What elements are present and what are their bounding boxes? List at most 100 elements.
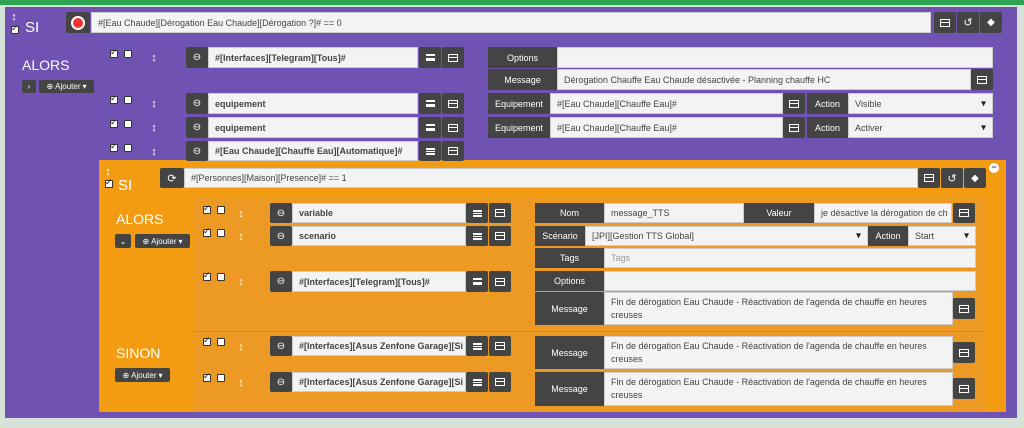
remove-action-button[interactable]: ⊖ (186, 93, 208, 114)
alors2-add-button[interactable]: ⊕Ajouter▾ (135, 234, 190, 248)
si2-condition-input[interactable]: #[Personnes][Maison][Presence]# == 1 (184, 168, 918, 188)
list-button[interactable] (419, 141, 441, 161)
message-select-button[interactable] (953, 298, 975, 319)
equipement-select-button[interactable] (783, 93, 805, 114)
list-button[interactable] (466, 226, 488, 246)
action-enable-checkbox[interactable] (203, 335, 211, 346)
action-cmd-input[interactable]: #[Interfaces][Telegram][Tous]# (292, 271, 466, 292)
list-button[interactable] (466, 271, 488, 292)
select-button[interactable] (489, 372, 511, 392)
action-cmd-input[interactable]: #[Interfaces][Telegram][Tous]# (208, 47, 418, 68)
action-cmd-input[interactable]: equipement (208, 93, 418, 114)
action-parallel-checkbox[interactable] (217, 338, 225, 346)
si1-condition-input[interactable]: #[Eau Chaude][Dérogation Eau Chaude][Dér… (91, 12, 931, 33)
action-parallel-checkbox[interactable] (124, 144, 132, 152)
message-textarea[interactable]: Fin de dérogation Eau Chaude - Réactivat… (604, 336, 953, 369)
si1-expression-button[interactable] (66, 12, 90, 33)
action-select[interactable]: Start (908, 226, 976, 246)
action-select[interactable]: Visible (848, 93, 993, 114)
list-button[interactable] (466, 372, 488, 392)
si1-list-button[interactable] (934, 12, 956, 33)
tags-input[interactable]: Tags (604, 248, 976, 268)
action-enable-checkbox[interactable] (110, 47, 118, 58)
action-cmd-input[interactable]: #[Eau Chaude][Chauffe Eau][Automatique]# (208, 141, 418, 161)
action-enable-checkbox[interactable] (203, 203, 211, 214)
sinon-add-button[interactable]: ⊕Ajouter▾ (115, 368, 170, 382)
alors2-collapse-button[interactable]: ⌄ (115, 234, 131, 248)
select-button[interactable] (489, 336, 511, 356)
action-enable-checkbox[interactable] (110, 93, 118, 104)
valeur-input[interactable]: je désactive la dérogation de ch (814, 203, 952, 223)
remove-action-button[interactable]: ⊖ (270, 372, 292, 392)
remove-action-button[interactable]: ⊖ (186, 117, 208, 138)
action-cmd-input[interactable]: #[Interfaces][Asus Zenfone Garage][Si (292, 336, 466, 356)
si2-refresh-button[interactable]: ⟳ (160, 168, 184, 188)
action-parallel-checkbox[interactable] (217, 206, 225, 214)
list-button[interactable] (419, 47, 441, 68)
action-enable-checkbox[interactable] (203, 371, 211, 382)
drag-handle-icon[interactable]: ↕ (11, 11, 17, 23)
si2-cube-button[interactable]: ◆ (964, 168, 986, 188)
si1-cube-button[interactable]: ◆ (980, 12, 1002, 33)
list-button[interactable] (466, 203, 488, 223)
action-cmd-input[interactable]: equipement (208, 117, 418, 138)
action-parallel-checkbox[interactable] (217, 374, 225, 382)
remove-action-button[interactable]: ⊖ (270, 336, 292, 356)
remove-block-icon[interactable]: − (989, 163, 999, 173)
select-button[interactable] (442, 47, 464, 68)
message-textarea[interactable]: Fin de dérogation Eau Chaude - Réactivat… (604, 292, 953, 325)
options-input[interactable] (604, 271, 976, 291)
remove-action-button[interactable]: ⊖ (186, 47, 208, 68)
equipement-select-button[interactable] (783, 117, 805, 138)
options-input[interactable] (557, 47, 993, 68)
drag-handle-icon[interactable]: ↕ (151, 52, 157, 64)
action-enable-checkbox[interactable] (110, 117, 118, 128)
drag-handle-icon[interactable]: ↕ (238, 341, 244, 353)
si1-enable-checkbox[interactable] (11, 23, 19, 34)
drag-handle-icon[interactable]: ↕ (238, 377, 244, 389)
drag-handle-icon[interactable]: ↕ (238, 231, 244, 243)
remove-action-button[interactable]: ⊖ (270, 271, 292, 292)
select-button[interactable] (442, 117, 464, 138)
action-enable-checkbox[interactable] (203, 270, 211, 281)
remove-action-button[interactable]: ⊖ (270, 226, 292, 246)
remove-action-button[interactable]: ⊖ (270, 203, 292, 223)
message-textarea[interactable]: Fin de dérogation Eau Chaude - Réactivat… (604, 372, 953, 406)
si2-history-button[interactable]: ↺ (941, 168, 963, 188)
message-select-button[interactable] (953, 342, 975, 363)
alors1-expand-button[interactable]: › (22, 80, 36, 93)
action-parallel-checkbox[interactable] (124, 120, 132, 128)
alors1-add-button[interactable]: ⊕Ajouter▾ (39, 80, 94, 93)
action-cmd-input[interactable]: scenario (292, 226, 466, 246)
drag-handle-icon[interactable]: ↕ (151, 98, 157, 110)
scenario-select[interactable]: [JPI][Gestion TTS Global] (585, 226, 868, 246)
nom-input[interactable]: message_TTS (604, 203, 744, 223)
list-button[interactable] (419, 93, 441, 114)
message-input[interactable]: Dérogation Chauffe Eau Chaude désactivée… (557, 69, 971, 90)
select-button[interactable] (489, 271, 511, 292)
drag-handle-icon[interactable]: ↕ (105, 166, 111, 178)
si2-list-button[interactable] (918, 168, 940, 188)
select-button[interactable] (489, 226, 511, 246)
message-select-button[interactable] (971, 69, 993, 90)
list-button[interactable] (419, 117, 441, 138)
action-enable-checkbox[interactable] (203, 226, 211, 237)
list-button[interactable] (466, 336, 488, 356)
action-parallel-checkbox[interactable] (217, 229, 225, 237)
drag-handle-icon[interactable]: ↕ (238, 208, 244, 220)
action-parallel-checkbox[interactable] (217, 273, 225, 281)
si2-enable-checkbox[interactable] (105, 177, 113, 188)
action-cmd-input[interactable]: variable (292, 203, 466, 223)
equipement-input[interactable]: #[Eau Chaude][Chauffe Eau]# (550, 117, 783, 138)
select-button[interactable] (489, 203, 511, 223)
action-parallel-checkbox[interactable] (124, 96, 132, 104)
select-button[interactable] (442, 93, 464, 114)
si1-history-button[interactable]: ↺ (957, 12, 979, 33)
drag-handle-icon[interactable]: ↕ (238, 276, 244, 288)
action-cmd-input[interactable]: #[Interfaces][Asus Zenfone Garage][Si (292, 372, 466, 392)
action-parallel-checkbox[interactable] (124, 50, 132, 58)
drag-handle-icon[interactable]: ↕ (151, 122, 157, 134)
message-select-button[interactable] (953, 378, 975, 399)
select-button[interactable] (442, 141, 464, 161)
valeur-select-button[interactable] (953, 203, 975, 223)
